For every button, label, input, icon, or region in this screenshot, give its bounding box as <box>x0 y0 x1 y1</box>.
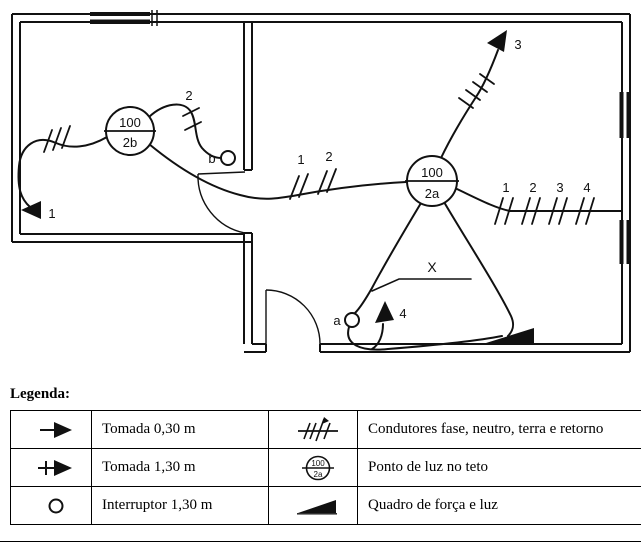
walls <box>11 13 631 353</box>
light-2a-power-label: 100 <box>421 165 443 180</box>
outlet-1-arrow-icon <box>21 201 41 219</box>
legend-label: Interruptor 1,30 m <box>91 486 269 525</box>
conductor-tick-marks <box>43 73 595 225</box>
wall-cond-1-label: 1 <box>502 180 509 195</box>
ticks-right-wall-2 <box>521 197 541 225</box>
window-right-upper <box>619 92 631 138</box>
hall-cond-2-label: 2 <box>325 149 332 164</box>
window-top-left <box>90 12 150 24</box>
ceiling-light-2b: 100 2b <box>104 106 156 156</box>
wall-cond-2-label: 2 <box>529 180 536 195</box>
window-right-lower <box>619 220 631 264</box>
plan-labels: 1 2 b 1 2 3 1 2 3 4 X a 4 <box>48 37 590 328</box>
legend-row: Tomada 0,30 m Condutores fase, neutro, t… <box>10 410 641 449</box>
legend-cell-symbol <box>268 410 358 449</box>
legend-label: Condutores fase, neutro, terra e retorno <box>357 410 641 449</box>
tomada-130-icon <box>38 459 72 476</box>
conduit-switcha-to-panel <box>347 326 503 351</box>
switch-b-symbol <box>220 150 236 166</box>
ceiling-light-2a: 100 2a <box>405 155 459 207</box>
tomada-030-icon <box>40 421 72 438</box>
legend-cell-symbol <box>10 448 92 487</box>
legend-cell-symbol <box>10 410 92 449</box>
outlet-4-arrow-icon <box>375 301 394 323</box>
quadro-icon <box>297 499 337 514</box>
switch-a-label: a <box>333 313 341 328</box>
doors <box>197 171 321 345</box>
circuit-x-label: X <box>427 259 437 275</box>
legend-label: Tomada 0,30 m <box>91 410 269 449</box>
legend-section: Legenda: Tomada 0,30 m Con <box>10 386 641 525</box>
ticks-hall-group-1 <box>289 173 309 200</box>
conductors-2-label: 2 <box>185 88 192 103</box>
hall-cond-1-label: 1 <box>297 152 304 167</box>
conduit-light2a-to-outlet3 <box>440 49 499 159</box>
outlet-3-label: 3 <box>514 37 521 52</box>
legend-table: Tomada 0,30 m Condutores fase, neutro, t… <box>10 410 641 525</box>
conduit-hook-to-outlet4 <box>371 323 384 350</box>
conduit-light2a-to-right-wall <box>456 188 622 212</box>
switch-a-symbol <box>344 312 360 328</box>
conduit-light2b-to-outlet1 <box>17 136 108 208</box>
figure-bottom-rule <box>0 541 641 542</box>
light-2b-circuit-label: 2b <box>123 135 137 150</box>
conduit-light2a-to-panel <box>443 201 515 337</box>
ticks-right-wall-3 <box>548 197 568 225</box>
outlet-1-label: 1 <box>48 206 55 221</box>
condutores-icon <box>298 416 338 441</box>
conduit-light2b-to-light2a <box>148 143 407 200</box>
conduit-light2a-to-switcha <box>354 202 422 314</box>
ponto-luz-power-label: 100 <box>311 459 325 468</box>
ponto-luz-circuit-label: 2a <box>314 470 323 479</box>
floor-plan-drawing: 100 2b 100 2a 1 2 b 1 2 3 1 2 <box>11 10 631 353</box>
legend-label: Tomada 1,30 m <box>91 448 269 487</box>
legend-title: Legenda: <box>10 386 70 402</box>
windows <box>90 10 631 264</box>
door-left-room <box>197 171 246 234</box>
conduits <box>17 49 622 351</box>
legend-row: Interruptor 1,30 m Quadro de força e luz <box>10 486 641 525</box>
door-bottom <box>265 289 321 345</box>
wall-cond-3-label: 3 <box>556 180 563 195</box>
legend-cell-symbol: 100 2a <box>268 448 358 487</box>
legend-label: Ponto de luz no teto <box>357 448 641 487</box>
power-panel-symbol <box>486 328 534 343</box>
legend-cell-symbol <box>268 486 358 525</box>
wall-joint-marks <box>151 10 158 26</box>
circuit-x-leader-line <box>371 278 472 292</box>
ticks-right-wall-4 <box>575 197 595 225</box>
ticks-to-outlet-3 <box>458 73 495 109</box>
switch-b-label: b <box>208 151 215 166</box>
outlet-symbols <box>21 30 534 343</box>
ticks-right-wall-1 <box>494 197 514 225</box>
wall-cond-4-label: 4 <box>583 180 590 195</box>
legend-label: Quadro de força e luz <box>357 486 641 525</box>
outlet-3-arrow-icon <box>487 30 507 52</box>
ticks-left-room <box>43 125 71 153</box>
legend-cell-symbol <box>10 486 92 525</box>
legend-row: Tomada 1,30 m 100 2a Ponto de luz no tet… <box>10 448 641 487</box>
ticks-hall-group-2 <box>317 168 337 195</box>
conduit-light2b-to-switchb <box>148 103 222 159</box>
interruptor-icon <box>48 498 64 513</box>
light-2b-power-label: 100 <box>119 115 141 130</box>
light-2a-circuit-label: 2a <box>425 186 440 201</box>
ponto-de-luz-icon: 100 2a <box>302 455 334 480</box>
outlet-4-label: 4 <box>399 306 406 321</box>
ticks-to-switch-b <box>182 107 202 131</box>
